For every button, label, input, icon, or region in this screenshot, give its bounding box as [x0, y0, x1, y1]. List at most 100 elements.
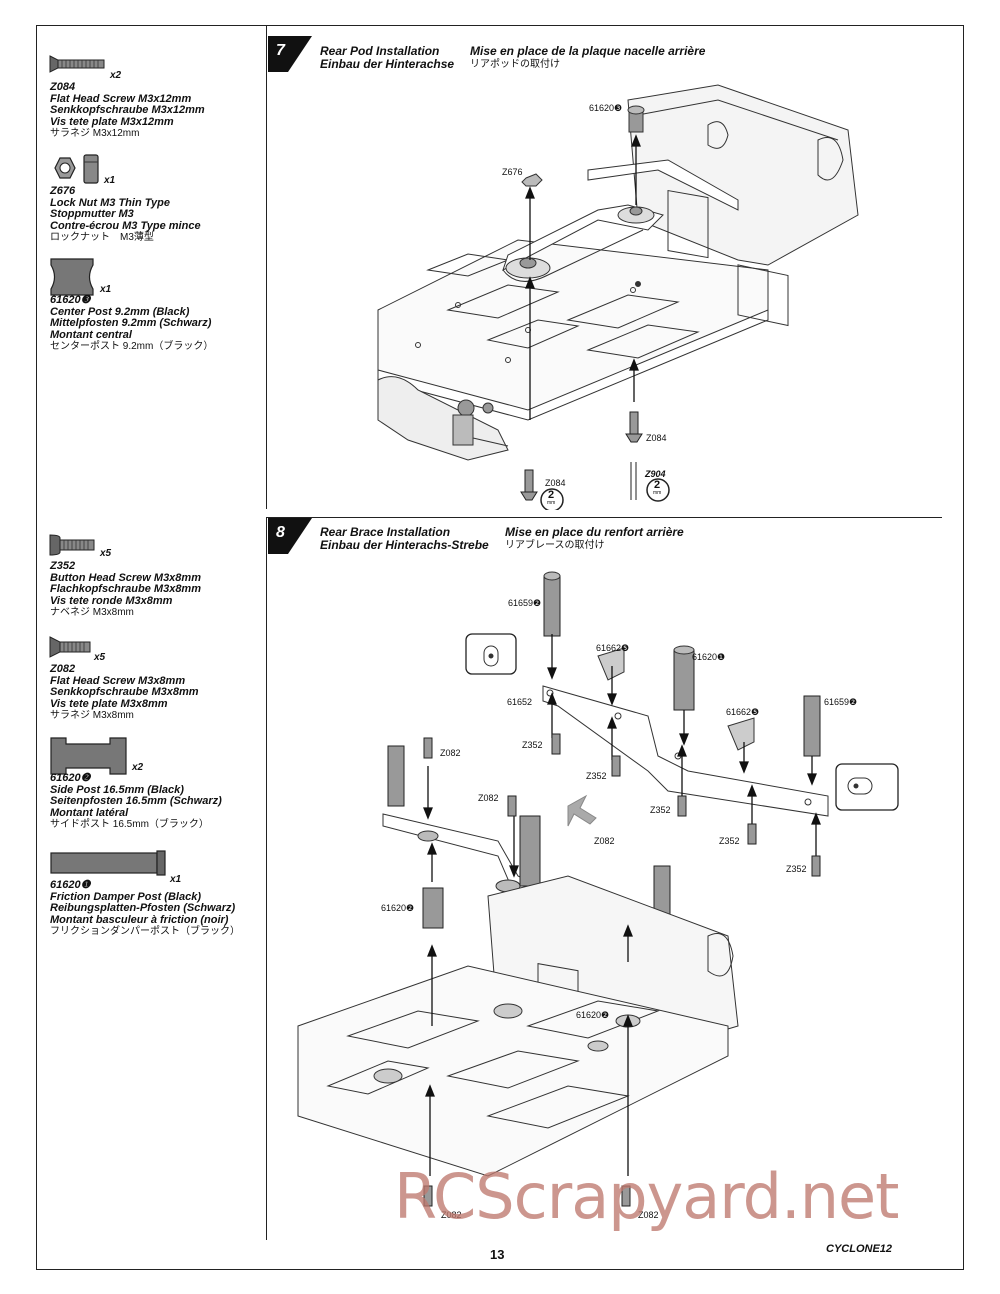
part-name-fr: Vis tete ronde M3x8mm: [50, 594, 173, 607]
part-name-de: Stoppmutter M3: [50, 208, 134, 220]
part-qty: x1: [104, 175, 116, 186]
callout-61659-b: 61659❷: [824, 697, 858, 707]
callout-61652: 61652: [507, 697, 533, 707]
part-code: Z352: [50, 560, 76, 572]
part-name-fr: Vis tete plate M3x12mm: [50, 115, 174, 128]
part-code: Z082: [50, 663, 76, 675]
tool-hex-2mm-a-unit: mm: [547, 500, 556, 506]
page-border: [36, 25, 964, 1270]
step-7-rear-pod-diagram: [377, 84, 859, 510]
part-name-de: Flachkopfschraube M3x8mm: [50, 583, 201, 595]
callout-z082-a: Z082: [440, 748, 461, 758]
part-qty: x1: [170, 874, 182, 885]
part-code: Z676: [50, 185, 76, 197]
callout-61659-a: 61659❷: [508, 598, 542, 608]
part-name-fr: Vis tete plate M3x8mm: [50, 697, 168, 710]
step-7-title-right: Mise en place de la plaque nacelle arriè…: [470, 45, 705, 71]
tool-hex-2mm-b-unit: mm: [653, 490, 662, 496]
part-code: 61620❶: [50, 879, 91, 891]
part-name-en: Button Head Screw M3x8mm: [50, 571, 201, 584]
part-61620a: 61620❶ Friction Damper Post (Black) Reib…: [50, 879, 260, 938]
part-name-jp: ナベネジ M3x8mm: [50, 607, 134, 618]
part-qty: x5: [94, 652, 106, 663]
step-7-title-jp: リアポッドの取付け: [470, 59, 560, 70]
step-8-title-left: Rear Brace Installation Einbau der Hinte…: [320, 526, 489, 552]
center-post-icon: [50, 258, 94, 296]
part-name-en: Side Post 16.5mm (Black): [50, 783, 184, 796]
column-divider-top: [266, 25, 267, 509]
part-name-de: Mittelpfosten 9.2mm (Schwarz): [50, 317, 212, 329]
part-z676: Z676 Lock Nut M3 Thin Type Stoppmutter M…: [50, 185, 260, 244]
step-8-rear-brace-diagram: [297, 571, 899, 1207]
callout-61662-b: 61662❺: [726, 707, 760, 717]
callout-z904: Z904: [645, 469, 666, 479]
step-7-badge: [268, 36, 312, 72]
step-7-title-en: Rear Pod Installation: [320, 44, 440, 58]
part-qty: x1: [100, 284, 112, 295]
watermark: RCScrapyard.net: [394, 1160, 899, 1233]
part-name-jp: ロックナット M3薄型: [50, 232, 154, 243]
part-name-jp: センターポスト 9.2mm（ブラック）: [50, 341, 214, 352]
part-name-en: Lock Nut M3 Thin Type: [50, 196, 170, 209]
part-name-en: Friction Damper Post (Black): [50, 890, 201, 903]
callout-61620c: 61620❸: [589, 103, 623, 113]
part-name-jp: フリクションダンパーポスト（ブラック）: [50, 926, 240, 937]
part-qty: x2: [110, 70, 122, 81]
part-name-en: Flat Head Screw M3x12mm: [50, 92, 192, 105]
page-number: 13: [490, 1247, 505, 1262]
part-61620b: 61620❷ Side Post 16.5mm (Black) Seitenpf…: [50, 772, 260, 831]
part-name-jp: サラネジ M3x8mm: [50, 710, 134, 721]
part-code: Z084: [50, 81, 76, 93]
callout-z082-b: Z082: [478, 793, 499, 803]
step-8-title-en: Rear Brace Installation: [320, 525, 451, 539]
part-name-de: Senkkopfschraube M3x12mm: [50, 104, 205, 116]
part-z084: Z084 Flat Head Screw M3x12mm Senkkopfsch…: [50, 81, 260, 140]
cyclone12-logo: CYCLONE12: [826, 1243, 893, 1255]
callout-z352-b: Z352: [586, 771, 607, 781]
step-8-number: 8: [276, 524, 285, 541]
callout-z082-e: Z082: [638, 1210, 659, 1220]
part-name-fr: Montant basculeur à friction (noir): [50, 913, 229, 926]
part-name-de: Reibungsplatten-Pfosten (Schwarz): [50, 902, 236, 914]
part-qty: x5: [100, 548, 112, 559]
callout-z352-a: Z352: [522, 740, 543, 750]
callout-z352-c: Z352: [650, 805, 671, 815]
flat-head-screw-12mm-icon: [49, 55, 105, 73]
side-post-icon: [50, 737, 127, 775]
tool-hex-2mm-b-number: 2: [654, 479, 661, 491]
callout-z082-d: Z082: [441, 1210, 462, 1220]
part-name-de: Seitenpfosten 16.5mm (Schwarz): [50, 795, 222, 807]
step-8-title-right: Mise en place du renfort arrière リアブレースの…: [505, 526, 684, 552]
part-name-fr: Montant latéral: [50, 806, 129, 819]
callout-z084-b: Z084: [646, 433, 667, 443]
callout-z082-c: Z082: [594, 836, 615, 846]
callout-z084-a: Z084: [545, 478, 566, 488]
tool-hex-2mm-a-number: 2: [548, 489, 555, 501]
callout-z676: Z676: [502, 167, 523, 177]
step-7-title-de: Einbau der Hinterachse: [320, 57, 455, 71]
step-divider: [266, 517, 942, 518]
part-name-en: Center Post 9.2mm (Black): [50, 305, 190, 318]
friction-damper-post-icon: [50, 850, 166, 876]
part-name-fr: Montant central: [50, 328, 132, 341]
button-head-screw-icon: [49, 534, 95, 556]
callout-61620b-2: 61620❷: [576, 1010, 610, 1020]
part-z082: Z082 Flat Head Screw M3x8mm Senkkopfschr…: [50, 663, 260, 722]
step-7-number: 7: [276, 42, 285, 59]
part-code: 61620❷: [50, 772, 91, 784]
part-code: 61620❸: [50, 294, 91, 306]
part-name-en: Flat Head Screw M3x8mm: [50, 674, 186, 687]
step-8-badge: [268, 518, 312, 554]
callout-61662-a: 61662❺: [596, 643, 630, 653]
lock-nut-icon: [54, 154, 99, 184]
callout-61620b-1: 61620❷: [381, 903, 415, 913]
callout-61620a: 61620❶: [692, 652, 726, 662]
callout-z352-d: Z352: [719, 836, 740, 846]
part-name-jp: サイドポスト 16.5mm（ブラック）: [50, 819, 209, 830]
step-7-title-fr: Mise en place de la plaque nacelle arriè…: [470, 44, 706, 58]
part-name-jp: サラネジ M3x12mm: [50, 128, 140, 139]
step-8-title-de: Einbau der Hinterachs-Strebe: [320, 538, 489, 552]
part-name-de: Senkkopfschraube M3x8mm: [50, 686, 199, 698]
part-name-fr: Contre-écrou M3 Type mince: [50, 219, 201, 232]
step-7-title-left: Rear Pod Installation Einbau der Hintera…: [320, 45, 454, 71]
